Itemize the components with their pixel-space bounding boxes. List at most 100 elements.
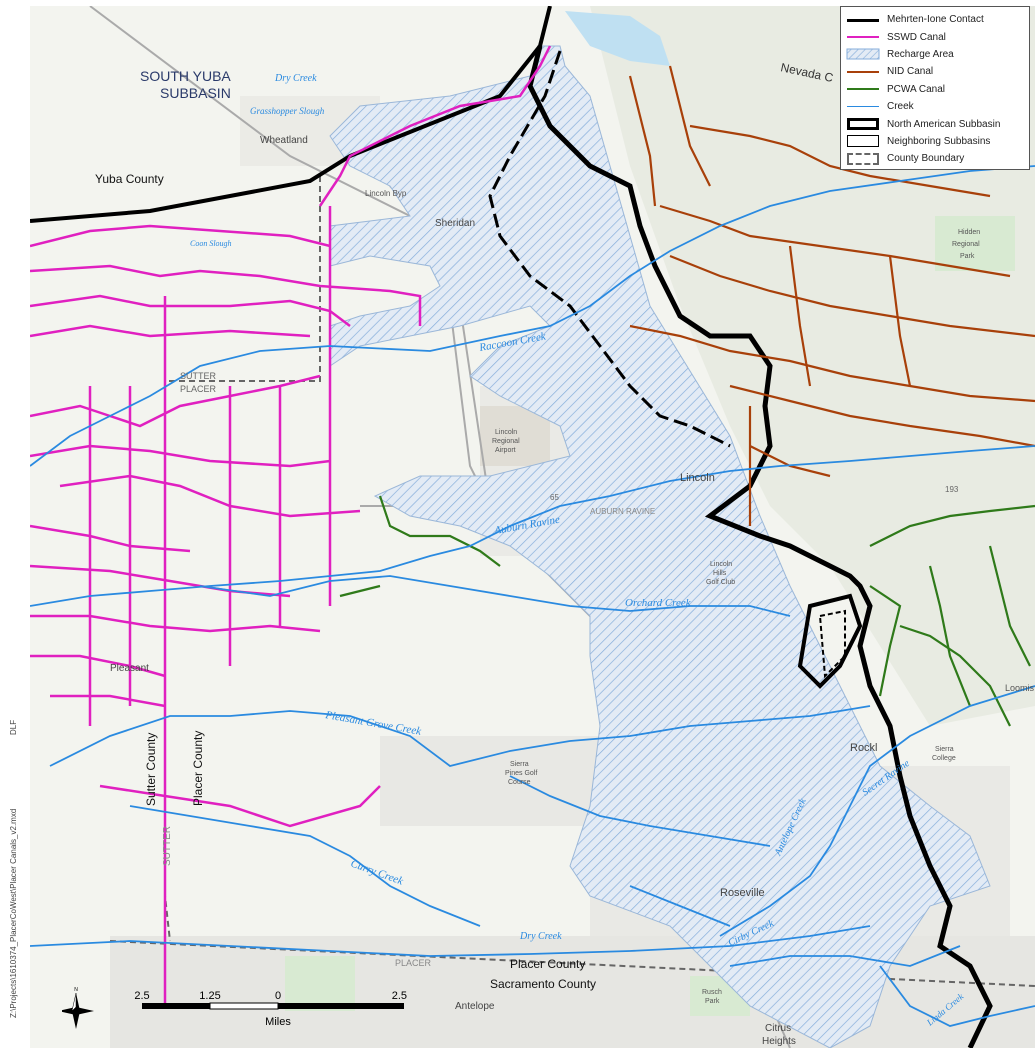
legend-label: PCWA Canal	[887, 83, 945, 95]
label-sheridan: Sheridan	[435, 218, 475, 229]
label-auburn-ravine-caps: AUBURN RAVINE	[590, 507, 655, 516]
label-lincoln-airport-1: Lincoln	[495, 429, 517, 436]
north-arrow-icon: N	[62, 987, 94, 1029]
legend-item-pcwa: PCWA Canal	[845, 81, 1025, 98]
label-dry-creek-s: Dry Creek	[519, 931, 562, 942]
nid-canals	[628, 65, 1035, 526]
legend-label: Neighboring Subbasins	[887, 135, 991, 147]
label-placer-county-v: Placer County	[191, 731, 205, 806]
label-hwy65: 65	[550, 493, 559, 502]
label-hidden-2: Regional	[952, 241, 980, 248]
label-sierra-college-1: Sierra	[935, 746, 954, 753]
svg-text:N: N	[74, 987, 78, 993]
scale-tick-1: 1.25	[199, 990, 220, 1002]
label-lincoln: Lincoln	[680, 472, 715, 484]
label-yuba-county: Yuba County	[95, 172, 164, 186]
label-lincoln-byp: Lincoln Byp	[365, 189, 407, 198]
label-south-yuba-2: SUBBASIN	[160, 85, 231, 101]
legend-label: Creek	[887, 101, 914, 113]
label-hidden-1: Hidden	[958, 229, 980, 236]
document-initials: DLF	[9, 720, 18, 735]
legend-label: County Boundary	[887, 153, 965, 165]
legend-label: SSWD Canal	[887, 31, 946, 43]
scale-tick-2: 0	[275, 990, 281, 1002]
creeks	[30, 165, 1035, 1027]
label-south-yuba-1: SOUTH YUBA	[140, 68, 231, 84]
label-lincoln-airport-2: Regional	[492, 438, 520, 445]
document-path-text: Z:\Projects\1610374_PlacerCoWest\Placer …	[9, 809, 18, 1018]
park-hidden	[935, 216, 1015, 271]
label-lincoln-hills-3: Golf Club	[706, 579, 735, 586]
label-sutter-v: SUTTER	[162, 826, 173, 866]
subbasin-loop-dashed	[818, 609, 846, 679]
label-grasshopper: Grasshopper Slough	[250, 106, 325, 116]
label-sacramento-county: Sacramento County	[490, 977, 596, 991]
label-placer-county-h: Placer County	[510, 957, 585, 971]
legend-item-sswd: SSWD Canal	[845, 28, 1025, 45]
sswd-canals	[30, 45, 552, 1006]
label-placer-s: PLACER	[180, 384, 217, 394]
label-lincoln-hills-1: Lincoln	[710, 561, 732, 568]
label-orchard: Orchard Creek	[625, 597, 692, 609]
legend-symbol-county	[845, 152, 881, 165]
legend-item-neighbor: Neighboring Subbasins	[845, 133, 1025, 150]
lake	[565, 11, 670, 66]
scale-unit: Miles	[265, 1016, 291, 1028]
legend-item-creek: Creek	[845, 98, 1025, 115]
scale-seg-2	[278, 1003, 404, 1009]
label-citrus-2: Heights	[762, 1036, 796, 1047]
legend-item-county: County Boundary	[845, 150, 1025, 167]
mehrten-ione-contact	[488, 50, 731, 448]
legend-item-subbasin: North American Subbasin	[845, 115, 1025, 132]
legend-item-recharge: Recharge Area	[845, 46, 1025, 63]
label-sierra-college-2: College	[932, 755, 956, 762]
legend-symbol-sswd	[845, 31, 881, 43]
legend-symbol-neighbor	[845, 135, 881, 148]
label-wheatland: Wheatland	[260, 135, 308, 146]
legend-symbol-mehrten	[845, 14, 881, 26]
legend-label: North American Subbasin	[887, 118, 1001, 130]
legend-symbol-nid	[845, 66, 881, 78]
legend-symbol-subbasin	[845, 118, 881, 131]
label-antelope: Antelope	[455, 1001, 495, 1012]
scale-tick-0: 2.5	[134, 990, 149, 1002]
label-dry-creek-n: Dry Creek	[274, 73, 317, 84]
map-canvas[interactable]: SOUTH YUBA SUBBASIN Nevada C Yuba County…	[30, 6, 1035, 1048]
legend-item-mehrten: Mehrten-Ione Contact	[845, 11, 1025, 28]
recharge-area	[329, 45, 991, 1048]
label-hwy193: 193	[945, 485, 959, 494]
document-path-sidebar: Z:\Projects\1610374_PlacerCoWest\Placer …	[9, 720, 18, 1018]
label-sutter-s: SUTTER	[180, 371, 217, 381]
legend: Mehrten-Ione Contact SSWD Canal Recharge…	[840, 6, 1030, 170]
legend-symbol-creek	[845, 101, 881, 113]
label-sierra-pines-2: Pines Golf	[505, 770, 537, 777]
legend-symbol-recharge	[845, 48, 881, 60]
label-lincoln-airport-3: Airport	[495, 447, 516, 454]
label-sutter-county: Sutter County	[144, 733, 158, 806]
label-placer-s2: PLACER	[395, 958, 432, 968]
park-gibson	[285, 956, 355, 1011]
label-roseville: Roseville	[720, 887, 765, 899]
legend-label: NID Canal	[887, 66, 934, 78]
label-sierra-pines-1: Sierra	[510, 761, 529, 768]
label-loomis: Loomis	[1005, 683, 1035, 693]
label-rusch-1: Rusch	[702, 989, 722, 996]
north-american-subbasin-boundary	[527, 45, 993, 1048]
label-lincoln-hills-2: Hills	[713, 570, 727, 577]
label-rocklin: Rockl	[850, 742, 878, 754]
airport	[480, 406, 550, 466]
scale-seg-0	[142, 1003, 210, 1009]
urban-area-sierra-pines	[380, 736, 600, 826]
label-hidden-3: Park	[960, 253, 975, 260]
south-yuba-boundary	[30, 6, 552, 223]
scale-bar: N 2.5 1.25 0 2.5 Miles	[62, 987, 407, 1029]
label-citrus-1: Citrus	[765, 1023, 791, 1034]
legend-label: Recharge Area	[887, 48, 954, 60]
legend-label: Mehrten-Ione Contact	[887, 14, 984, 26]
label-pleasant: Pleasant	[110, 663, 149, 674]
label-rusch-2: Park	[705, 998, 720, 1005]
legend-symbol-pcwa	[845, 83, 881, 95]
label-coon-slough: Coon Slough	[190, 239, 232, 248]
pcwa-canals	[339, 495, 1035, 727]
